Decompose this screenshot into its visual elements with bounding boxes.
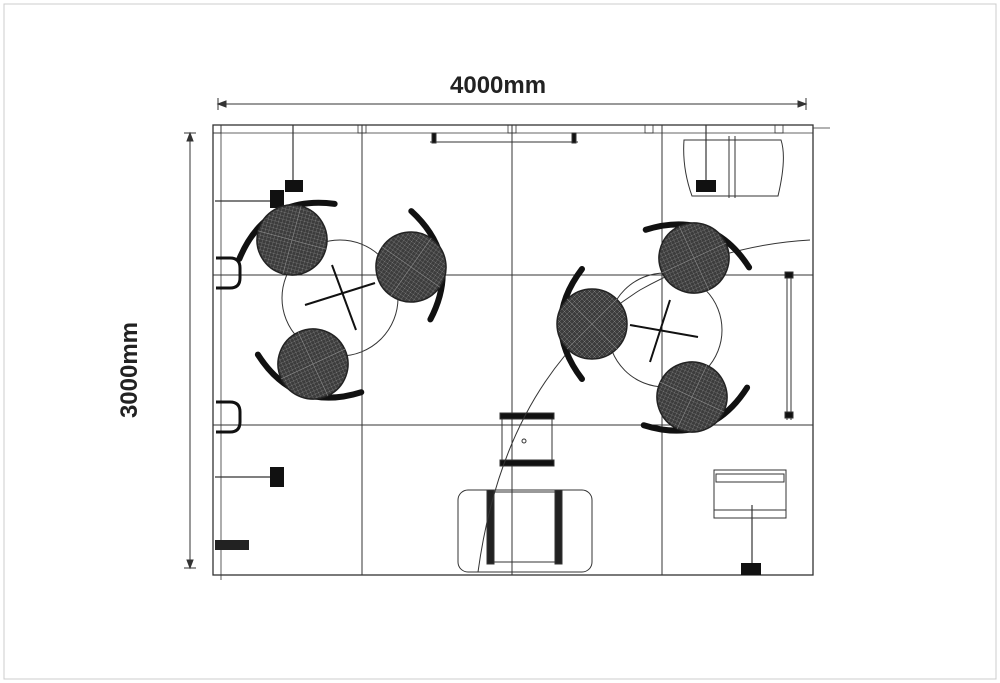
chair-icon bbox=[640, 361, 751, 434]
chair-icon bbox=[642, 221, 753, 294]
sofa-icon bbox=[457, 489, 593, 573]
lounge-chair-icon bbox=[683, 136, 784, 198]
spotlight-icon bbox=[215, 125, 303, 208]
spotlight-icon bbox=[215, 467, 284, 487]
door-swing-arc bbox=[477, 239, 811, 573]
wall-bracket bbox=[215, 540, 249, 550]
counter-icon bbox=[499, 412, 555, 467]
wall-bracket bbox=[216, 256, 242, 434]
chair-icon bbox=[254, 328, 365, 401]
width-dimension-label: 4000mm bbox=[450, 72, 547, 99]
chair-icon bbox=[375, 208, 447, 323]
spotlight-icon bbox=[741, 505, 761, 575]
spotlight-icon bbox=[696, 125, 716, 192]
chair-icon bbox=[236, 199, 338, 276]
bench-icon bbox=[713, 469, 787, 519]
frame-border bbox=[3, 3, 997, 680]
wall-panel bbox=[784, 271, 794, 420]
height-dimension-label: 3000mm bbox=[116, 321, 143, 419]
chair-icon bbox=[556, 266, 628, 382]
width-dimension-line bbox=[216, 98, 808, 110]
header-light-bars bbox=[430, 132, 578, 144]
height-dimension-line bbox=[184, 131, 196, 570]
